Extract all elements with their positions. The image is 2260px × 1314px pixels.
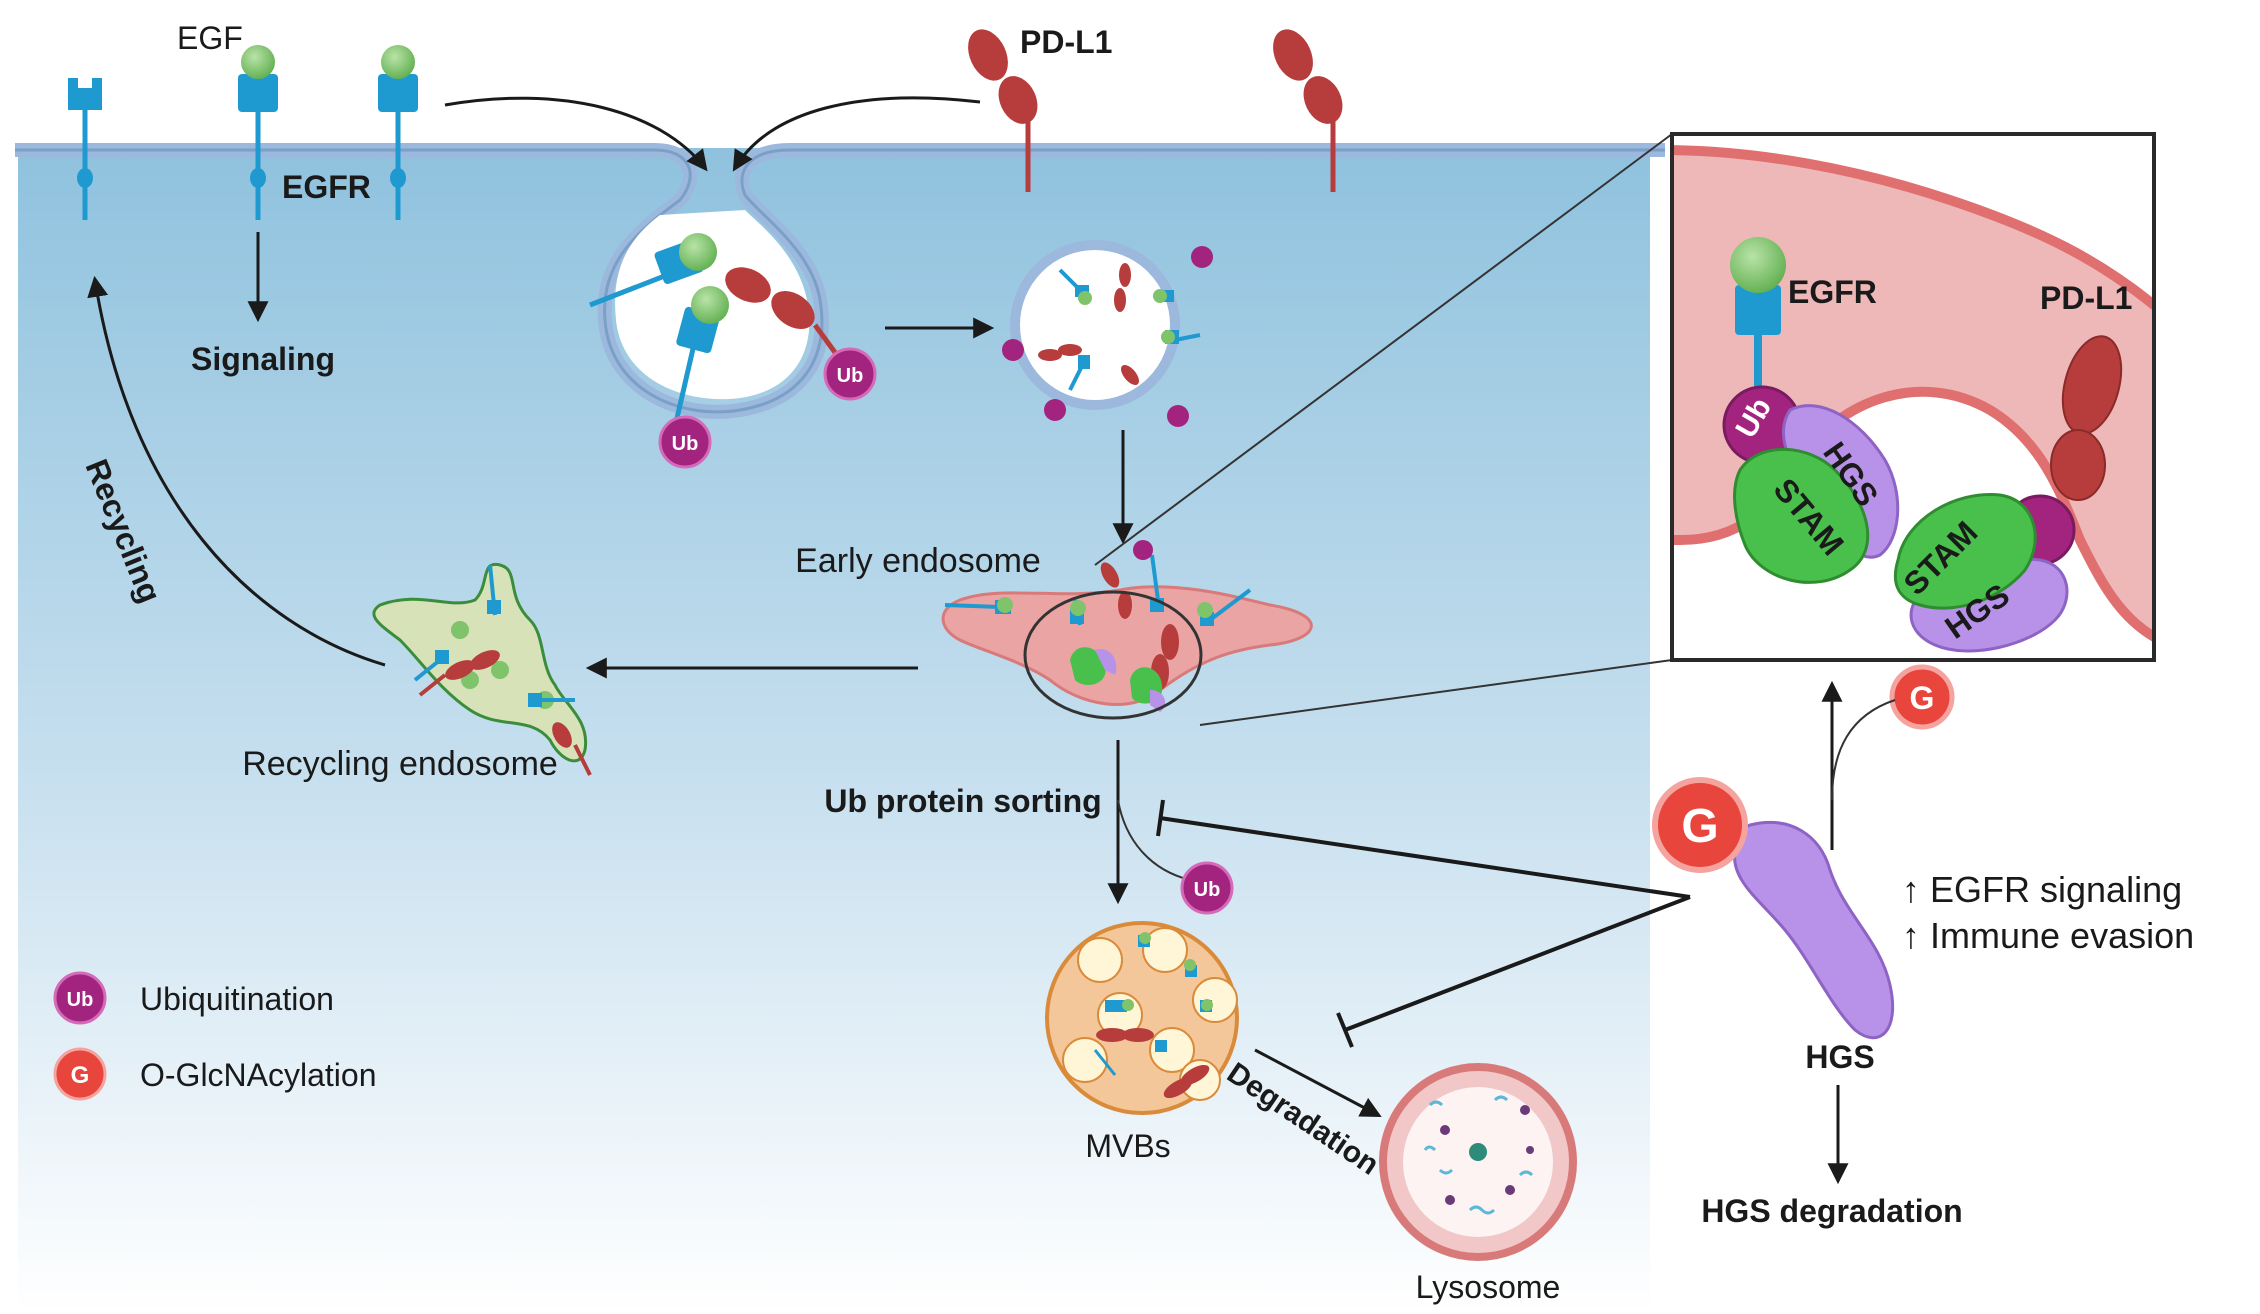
arrow-pdl1-internalization: [732, 96, 981, 172]
g-badge-large-text: G: [1681, 800, 1718, 853]
egfr-label: EGFR: [282, 169, 371, 205]
ub-badge-pdl1-text: Ub: [837, 365, 864, 387]
cytoplasm: [18, 148, 1650, 1314]
early-endosome-label: Early endosome: [795, 542, 1041, 580]
pdl1-membrane-2: [1273, 29, 1343, 192]
mvb: [1045, 921, 1239, 1115]
inset-pdl1-label: PD-L1: [2040, 280, 2132, 316]
egfr-receptor-unbound: [68, 78, 102, 220]
pdl1-membrane-1: [968, 29, 1038, 192]
hgs-degradation-label: HGS degradation: [1701, 1193, 1962, 1229]
pdl1-label: PD-L1: [1020, 24, 1112, 60]
egfr-receptor-bound-1: [238, 45, 278, 220]
zoom-connector-top: [1094, 133, 1673, 566]
g-badge-small: G: [1889, 664, 1955, 730]
early-endosome: [941, 540, 1313, 720]
hgs-protein: [1732, 820, 1895, 1040]
zoom-connector-bottom: [1199, 659, 1673, 726]
arrow-egfr-internalization: [444, 96, 708, 172]
legend-ub-badge: Ub: [67, 989, 94, 1011]
ub-badge-egfr-text: Ub: [672, 433, 699, 455]
ub-release-line: [1117, 799, 1191, 881]
g-badge-large: G: [1652, 777, 1748, 873]
ub-badge-pdl1: Ub: [823, 347, 877, 401]
signaling-label: Signaling: [191, 341, 335, 377]
arrow-recycling: [87, 275, 386, 667]
lysosome: [1379, 1063, 1577, 1261]
invagination-cargo: [589, 233, 845, 441]
ub-badge-released: Ub: [1180, 861, 1234, 915]
inhibition-degradation: [1344, 895, 1691, 1032]
lysosome-label: Lysosome: [1416, 1269, 1561, 1305]
g-attach-line: [1831, 699, 1896, 801]
legend-item-o-glcnacylation: G O-GlcNAcylation: [53, 1047, 377, 1101]
effect-immune-evasion: ↑ Immune evasion: [1902, 915, 2194, 956]
ub-protein-sorting-label: Ub protein sorting: [824, 783, 1101, 819]
legend: Ub Ubiquitination G O-GlcNAcylation: [53, 971, 377, 1101]
legend-g-badge: G: [71, 1062, 90, 1089]
internalized-vesicle: [1002, 240, 1213, 427]
effect-egfr-signaling: ↑ EGFR signaling: [1902, 869, 2182, 910]
legend-g-label: O-GlcNAcylation: [140, 1057, 377, 1093]
inhibition-ub-sorting: [1159, 816, 1691, 899]
inset-egfr-label: EGFR: [1788, 274, 1877, 310]
ub-badge-released-text: Ub: [1194, 879, 1221, 901]
legend-item-ubiquitination: Ub Ubiquitination: [53, 971, 334, 1025]
egfr-receptor-bound-2: [378, 45, 418, 220]
recycling-endosome-label: Recycling endosome: [242, 745, 558, 783]
ub-badge-egfr: Ub: [658, 415, 712, 469]
g-badge-small-text: G: [1910, 680, 1935, 716]
inset-panel: [1670, 132, 2156, 662]
mvbs-label: MVBs: [1085, 1128, 1170, 1164]
egf-label: EGF: [177, 20, 243, 56]
legend-ub-label: Ubiquitination: [140, 981, 334, 1017]
hgs-label: HGS: [1805, 1039, 1874, 1075]
arrow-degradation: [1254, 1048, 1382, 1117]
recycling-endosome: [372, 562, 592, 776]
